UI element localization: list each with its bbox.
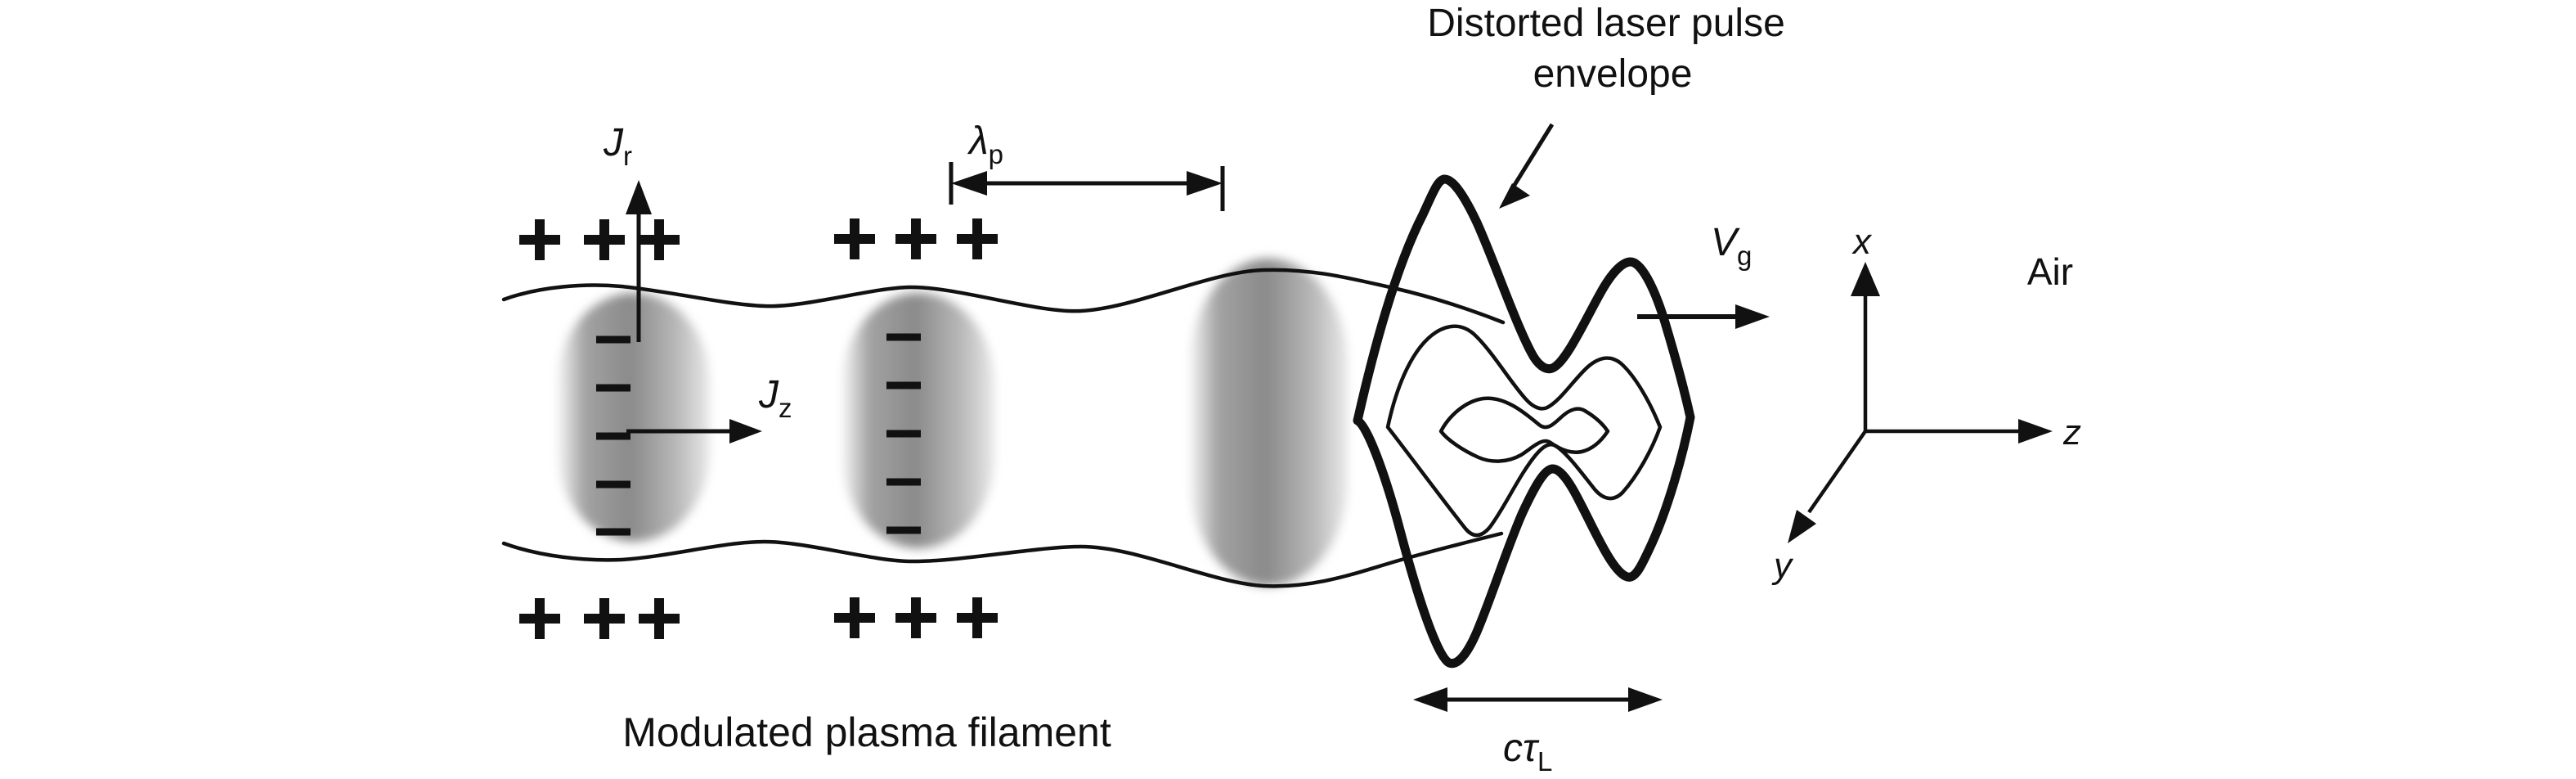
figure-caption: Modulated plasma filament bbox=[622, 709, 1111, 755]
plus-charge-icon bbox=[639, 219, 680, 260]
vg-label: Vg bbox=[1711, 221, 1752, 271]
coordinate-axes bbox=[1788, 262, 2053, 543]
title-line-2: envelope bbox=[1533, 52, 1693, 96]
laser-pulse-envelope bbox=[1353, 174, 1695, 669]
filament-bottom-boundary bbox=[501, 531, 1504, 588]
title-line-1: Distorted laser pulse bbox=[1427, 2, 1785, 45]
minus-charge-icon bbox=[596, 384, 631, 392]
minus-charge-icon bbox=[596, 528, 631, 536]
plus-charge-icon bbox=[895, 218, 936, 259]
y-axis-label: y bbox=[1771, 546, 1794, 586]
lambda-p-dimension-arrow bbox=[949, 162, 1225, 211]
plus-charge-icon bbox=[519, 219, 560, 260]
c-tau-label: cτL bbox=[1503, 727, 1552, 777]
x-axis-label: x bbox=[1851, 222, 1873, 262]
jz-arrow bbox=[626, 419, 762, 444]
minus-charge-icon bbox=[886, 526, 921, 534]
c-tau-dimension-arrow bbox=[1413, 687, 1663, 712]
minus-charge-icon bbox=[886, 430, 921, 438]
minus-charge-icon bbox=[886, 381, 921, 390]
plus-charge-icon bbox=[639, 598, 680, 639]
plus-charge-icon bbox=[834, 597, 875, 638]
z-axis-label: z bbox=[2062, 412, 2081, 453]
envelope-outer-contour bbox=[1353, 174, 1695, 669]
jr-arrow bbox=[626, 180, 652, 342]
plus-charge-icon bbox=[834, 218, 875, 259]
x-axis-arrowhead bbox=[1851, 262, 1880, 296]
envelope-inner-contour bbox=[1438, 396, 1610, 463]
plus-charge-icon bbox=[584, 598, 625, 639]
title-pointer-arrow bbox=[1499, 123, 1555, 209]
z-axis-arrowhead bbox=[2018, 419, 2053, 444]
plus-charge-icon bbox=[957, 218, 998, 259]
electron-blob-1 bbox=[558, 293, 710, 542]
minus-charge-icon bbox=[886, 333, 921, 341]
plus-charge-icon bbox=[957, 597, 998, 638]
electron-blob-2 bbox=[842, 293, 994, 548]
lambda-p-label: λp bbox=[967, 119, 1003, 169]
minus-charge-icon bbox=[596, 335, 631, 344]
y-axis-arrowhead bbox=[1788, 510, 1816, 543]
jr-label: Jr bbox=[603, 121, 632, 171]
air-label: Air bbox=[2027, 250, 2073, 293]
plasma-electron-blobs bbox=[558, 259, 1348, 586]
vg-arrow bbox=[1637, 304, 1770, 329]
minus-charge-icon bbox=[596, 480, 631, 489]
y-axis-line bbox=[1807, 430, 1867, 514]
plus-charge-icon bbox=[584, 219, 625, 260]
minus-charge-icon bbox=[886, 478, 921, 486]
electron-blob-3 bbox=[1190, 259, 1348, 586]
envelope-middle-contour bbox=[1385, 324, 1663, 538]
minus-charge-icon bbox=[596, 432, 631, 440]
jz-label: Jz bbox=[758, 373, 792, 423]
plus-charge-icon bbox=[519, 598, 560, 639]
filament-top-boundary bbox=[501, 268, 1506, 325]
plus-charge-icon bbox=[895, 597, 936, 638]
